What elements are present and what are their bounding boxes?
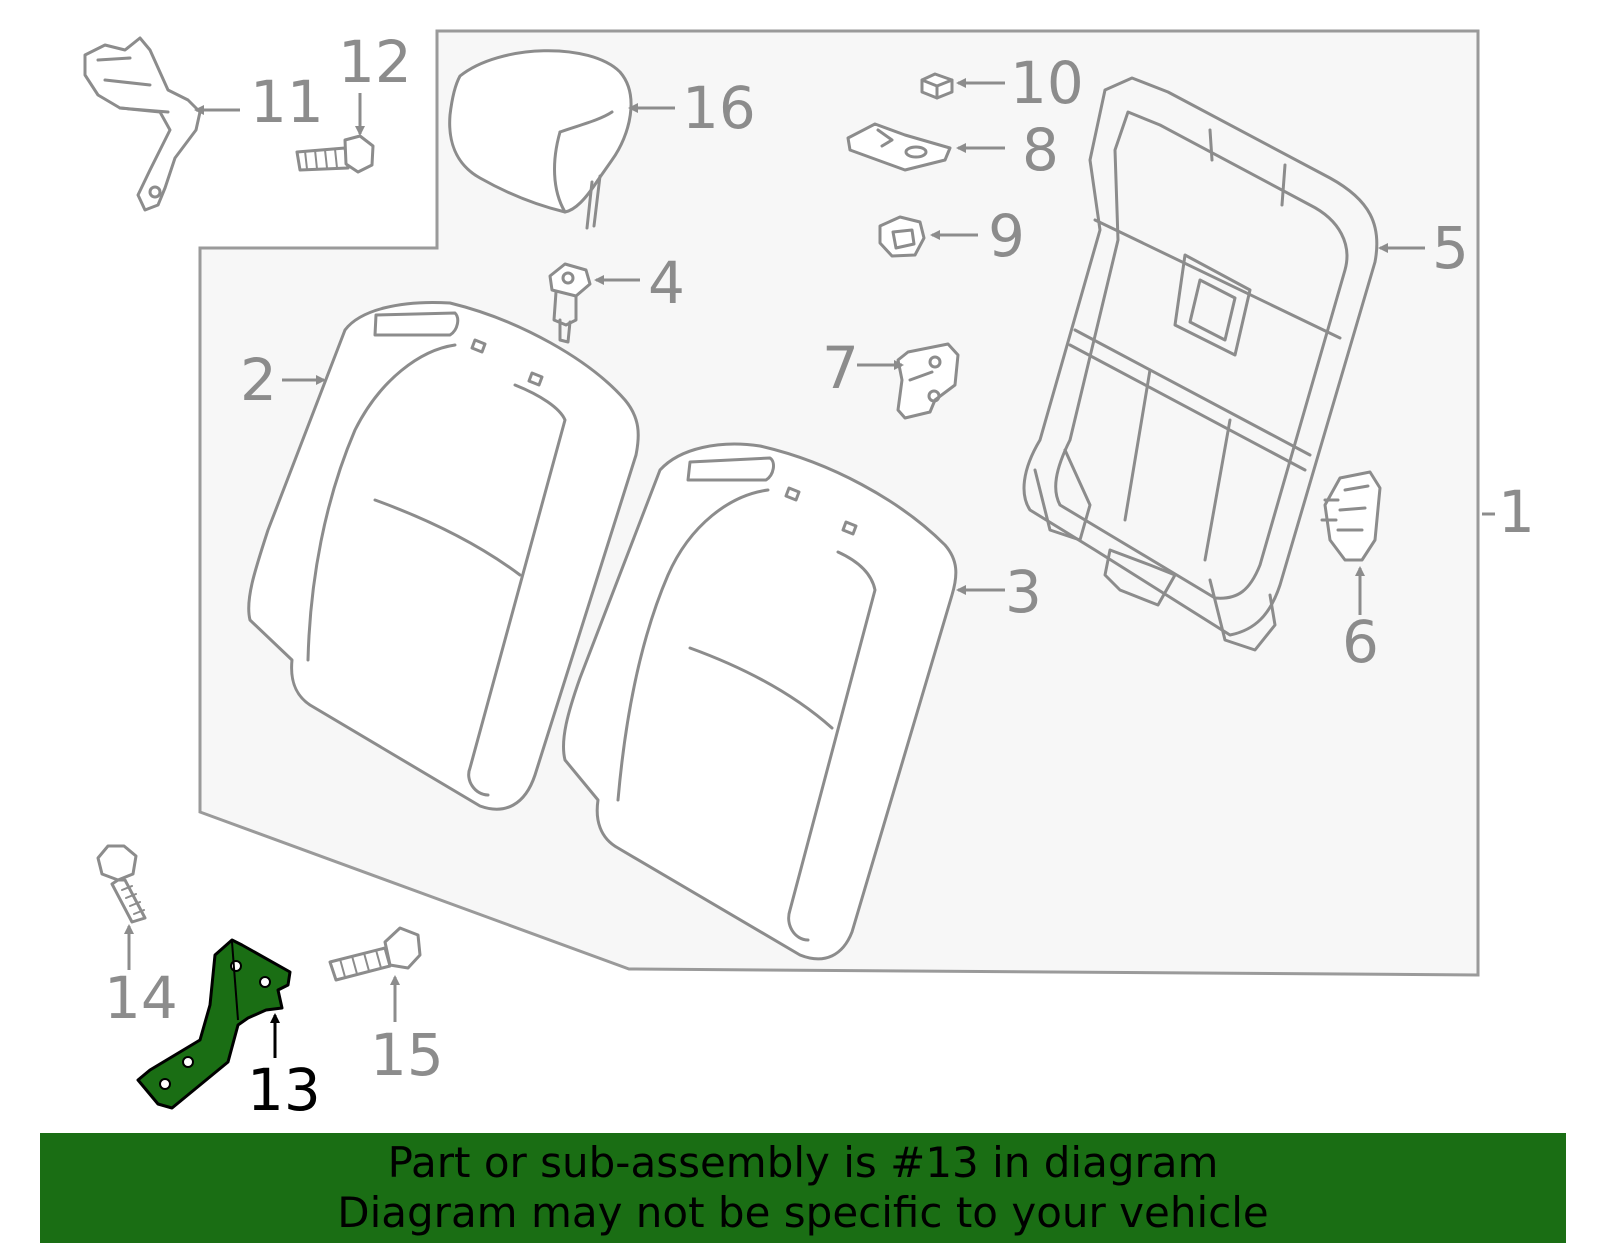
callout-3: 3 [1005,558,1042,626]
bolt-part-15 [328,926,422,982]
callout-6: 6 [1342,608,1379,676]
callout-5: 5 [1432,214,1469,282]
callout-labels: 1 2 3 4 5 6 7 8 9 10 11 12 13 14 15 16 [104,28,1535,1124]
banner-line-disclaimer: Diagram may not be specific to your vehi… [337,1188,1269,1237]
callout-9: 9 [988,202,1025,270]
callout-10: 10 [1010,49,1084,117]
seat-back-cover-left-part [247,301,640,811]
clip-part-10 [920,72,954,100]
callout-8: 8 [1022,116,1059,184]
bolt-part-14 [96,844,147,924]
bracket-part-8 [846,122,952,172]
bolt-part-12 [295,134,375,174]
clip-part-9 [878,215,926,258]
callout-11: 11 [250,68,324,136]
latch-part-7 [896,342,960,420]
hinge-bracket-part-11 [83,36,202,212]
callout-2: 2 [240,346,277,414]
seat-back-cover-right-part [561,442,958,961]
callout-7: 7 [822,334,859,402]
clip-part-4 [548,262,592,344]
callout-1: 1 [1498,478,1535,546]
leader-arrows [124,78,1495,1058]
headrest-part [448,49,633,230]
callout-12: 12 [338,28,412,96]
cover-part-6 [1320,470,1382,562]
banner-line-part-number: Part or sub-assembly is #13 in diagram [387,1138,1219,1187]
callout-16: 16 [682,74,756,142]
callout-15: 15 [370,1021,444,1089]
highlighted-bracket-part-13 [136,938,292,1110]
callout-4: 4 [648,249,685,317]
callout-14: 14 [104,964,178,1032]
callout-13: 13 [247,1056,321,1124]
info-banner: Part or sub-assembly is #13 in diagram D… [40,1133,1566,1243]
seat-back-frame-part [1022,76,1379,652]
